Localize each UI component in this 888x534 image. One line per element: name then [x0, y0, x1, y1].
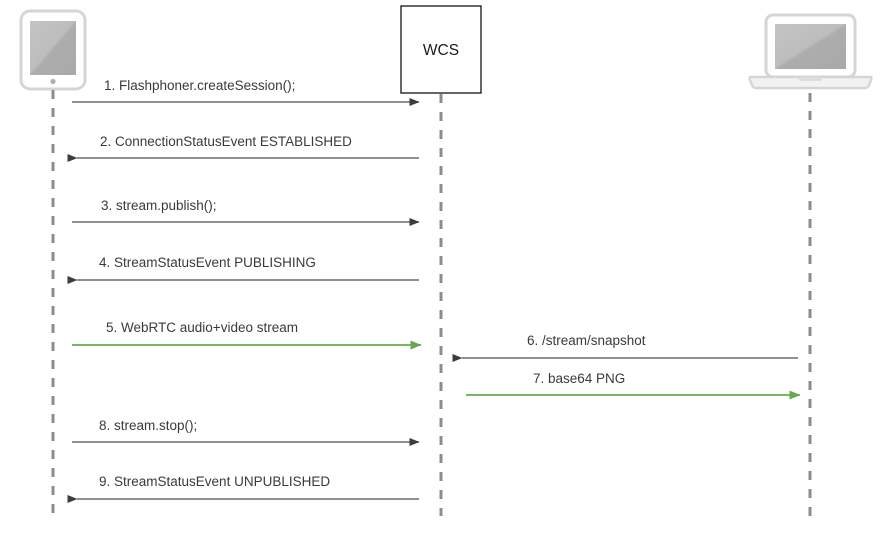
message-2-label: 2. ConnectionStatusEvent ESTABLISHED	[100, 134, 352, 149]
message-8-label: 8. stream.stop();	[99, 418, 197, 433]
message-1-label: 1. Flashphoner.createSession();	[104, 78, 295, 93]
message-9[interactable]: 9. StreamStatusEvent UNPUBLISHED	[67, 474, 419, 503]
message-7-label: 7. base64 PNG	[533, 371, 625, 386]
message-6-label: 6. /stream/snapshot	[527, 333, 646, 348]
message-5-label: 5. WebRTC audio+video stream	[106, 320, 298, 335]
message-8[interactable]: 8. stream.stop();	[72, 418, 420, 446]
messages-layer: 1. Flashphoner.createSession(); 2. Conne…	[67, 78, 801, 503]
laptop-trackpad-notch	[799, 77, 822, 81]
message-4-label: 4. StreamStatusEvent PUBLISHING	[99, 255, 316, 270]
participant-laptop[interactable]	[748, 13, 873, 516]
tablet-screen	[30, 21, 76, 75]
message-9-label: 9. StreamStatusEvent UNPUBLISHED	[99, 474, 330, 489]
message-1[interactable]: 1. Flashphoner.createSession();	[72, 78, 420, 106]
laptop-icon	[748, 13, 873, 90]
message-3[interactable]: 3. stream.publish();	[72, 198, 420, 226]
message-7[interactable]: 7. base64 PNG	[466, 371, 801, 400]
laptop-base	[748, 75, 873, 90]
participant-tablet[interactable]	[19, 9, 87, 516]
tablet-icon	[19, 9, 87, 91]
message-4[interactable]: 4. StreamStatusEvent PUBLISHING	[67, 255, 419, 284]
message-5[interactable]: 5. WebRTC audio+video stream	[72, 320, 422, 350]
wcs-label: WCS	[423, 42, 459, 59]
wcs-box[interactable]	[400, 5, 482, 94]
message-6[interactable]: 6. /stream/snapshot	[452, 333, 798, 362]
message-2[interactable]: 2. ConnectionStatusEvent ESTABLISHED	[67, 134, 419, 162]
tablet-home-button	[50, 78, 56, 85]
participant-wcs[interactable]: WCS	[400, 5, 482, 516]
laptop-screen	[775, 24, 846, 69]
message-3-label: 3. stream.publish();	[101, 198, 217, 213]
